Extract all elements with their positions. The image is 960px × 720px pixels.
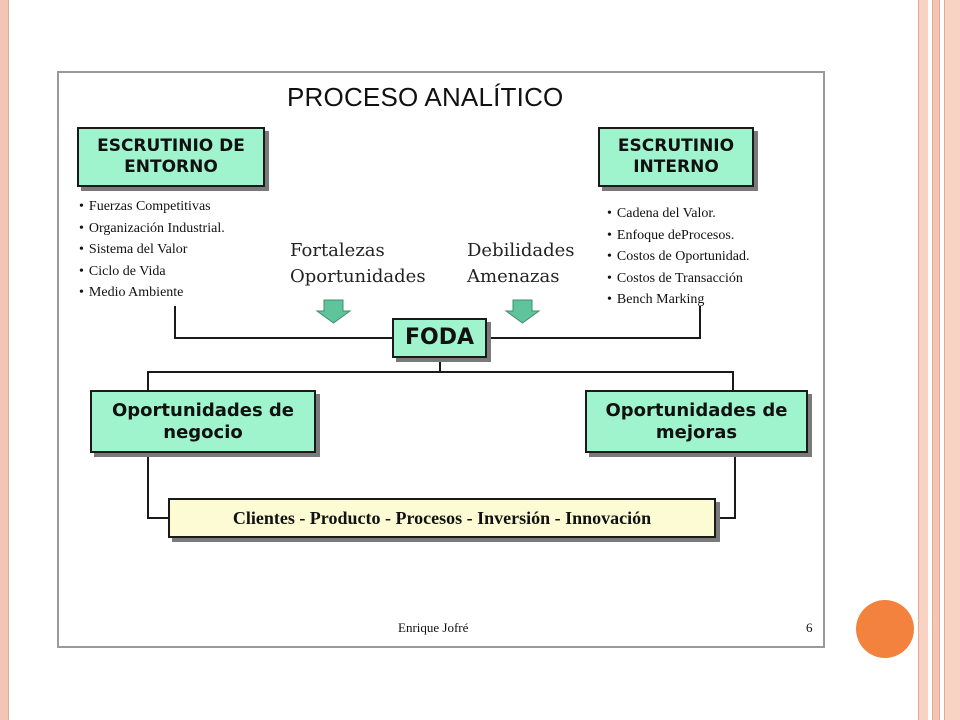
- weaknesses-threats-label: Debilidades Amenazas: [467, 238, 575, 290]
- connector-left-to-foda: [174, 306, 392, 339]
- threats-label: Amenazas: [467, 266, 560, 287]
- improvement-opportunities-label: Oportunidades de: [605, 399, 788, 421]
- list-item: Organización Industrial.: [79, 218, 225, 240]
- page-circle-decoration: [856, 600, 914, 658]
- improvement-opportunities-box: Oportunidades de mejoras: [585, 390, 808, 453]
- list-item: Medio Ambiente: [79, 282, 225, 304]
- external-scan-heading: ESCRUTINIO DE: [97, 136, 245, 157]
- internal-scan-list: Cadena del Valor. Enfoque deProcesos. Co…: [607, 203, 750, 311]
- list-item: Costos de Oportunidad.: [607, 246, 750, 268]
- business-opportunities-box: Oportunidades de negocio: [90, 390, 316, 453]
- strengths-opportunities-label: Fortalezas Oportunidades: [290, 238, 426, 290]
- external-scan-heading: ENTORNO: [124, 157, 218, 177]
- slide-border-right-stripe: [932, 0, 940, 720]
- list-item: Cadena del Valor.: [607, 203, 750, 225]
- list-item: Fuerzas Competitivas: [79, 196, 225, 218]
- foda-box: FODA: [392, 318, 487, 358]
- internal-scan-heading: ESCRUTINIO: [617, 136, 735, 157]
- arrow-down-icon: [315, 299, 352, 324]
- slide-border-left: [0, 0, 9, 720]
- outcomes-box: Clientes - Producto - Procesos - Inversi…: [168, 498, 716, 538]
- list-item: Bench Marking: [607, 289, 750, 311]
- connector-branch: [147, 371, 734, 390]
- list-item: Enfoque deProcesos.: [607, 225, 750, 247]
- external-scan-list: Fuerzas Competitivas Organización Indust…: [79, 196, 225, 304]
- arrow-down-icon: [504, 299, 541, 324]
- internal-scan-box: ESCRUTINIO INTERNO: [598, 127, 754, 187]
- connector-improvement-to-outcomes: [716, 453, 736, 519]
- strengths-label: Fortalezas: [290, 240, 385, 261]
- slide-border-right-stripe: [944, 0, 960, 720]
- footer-author: Enrique Jofré: [398, 620, 469, 635]
- connector-right-to-foda: [487, 306, 701, 339]
- improvement-opportunities-label: mejoras: [655, 421, 738, 443]
- business-opportunities-label: negocio: [163, 421, 243, 443]
- connector-business-to-outcomes: [147, 453, 170, 519]
- business-opportunities-label: Oportunidades de: [111, 399, 295, 421]
- slide-border-right-stripe: [918, 0, 928, 720]
- list-item: Ciclo de Vida: [79, 261, 225, 283]
- external-scan-box: ESCRUTINIO DE ENTORNO: [77, 127, 265, 187]
- foda-label: FODA: [404, 324, 475, 350]
- footer-page-number: 6: [806, 620, 813, 635]
- internal-scan-heading: INTERNO: [633, 157, 719, 177]
- opportunities-label: Oportunidades: [290, 266, 426, 287]
- outcomes-label: Clientes - Producto - Procesos - Inversi…: [232, 507, 652, 528]
- diagram-title: PROCESO ANALÍTICO: [287, 82, 564, 112]
- list-item: Costos de Transacción: [607, 268, 750, 290]
- weaknesses-label: Debilidades: [467, 240, 575, 261]
- list-item: Sistema del Valor: [79, 239, 225, 261]
